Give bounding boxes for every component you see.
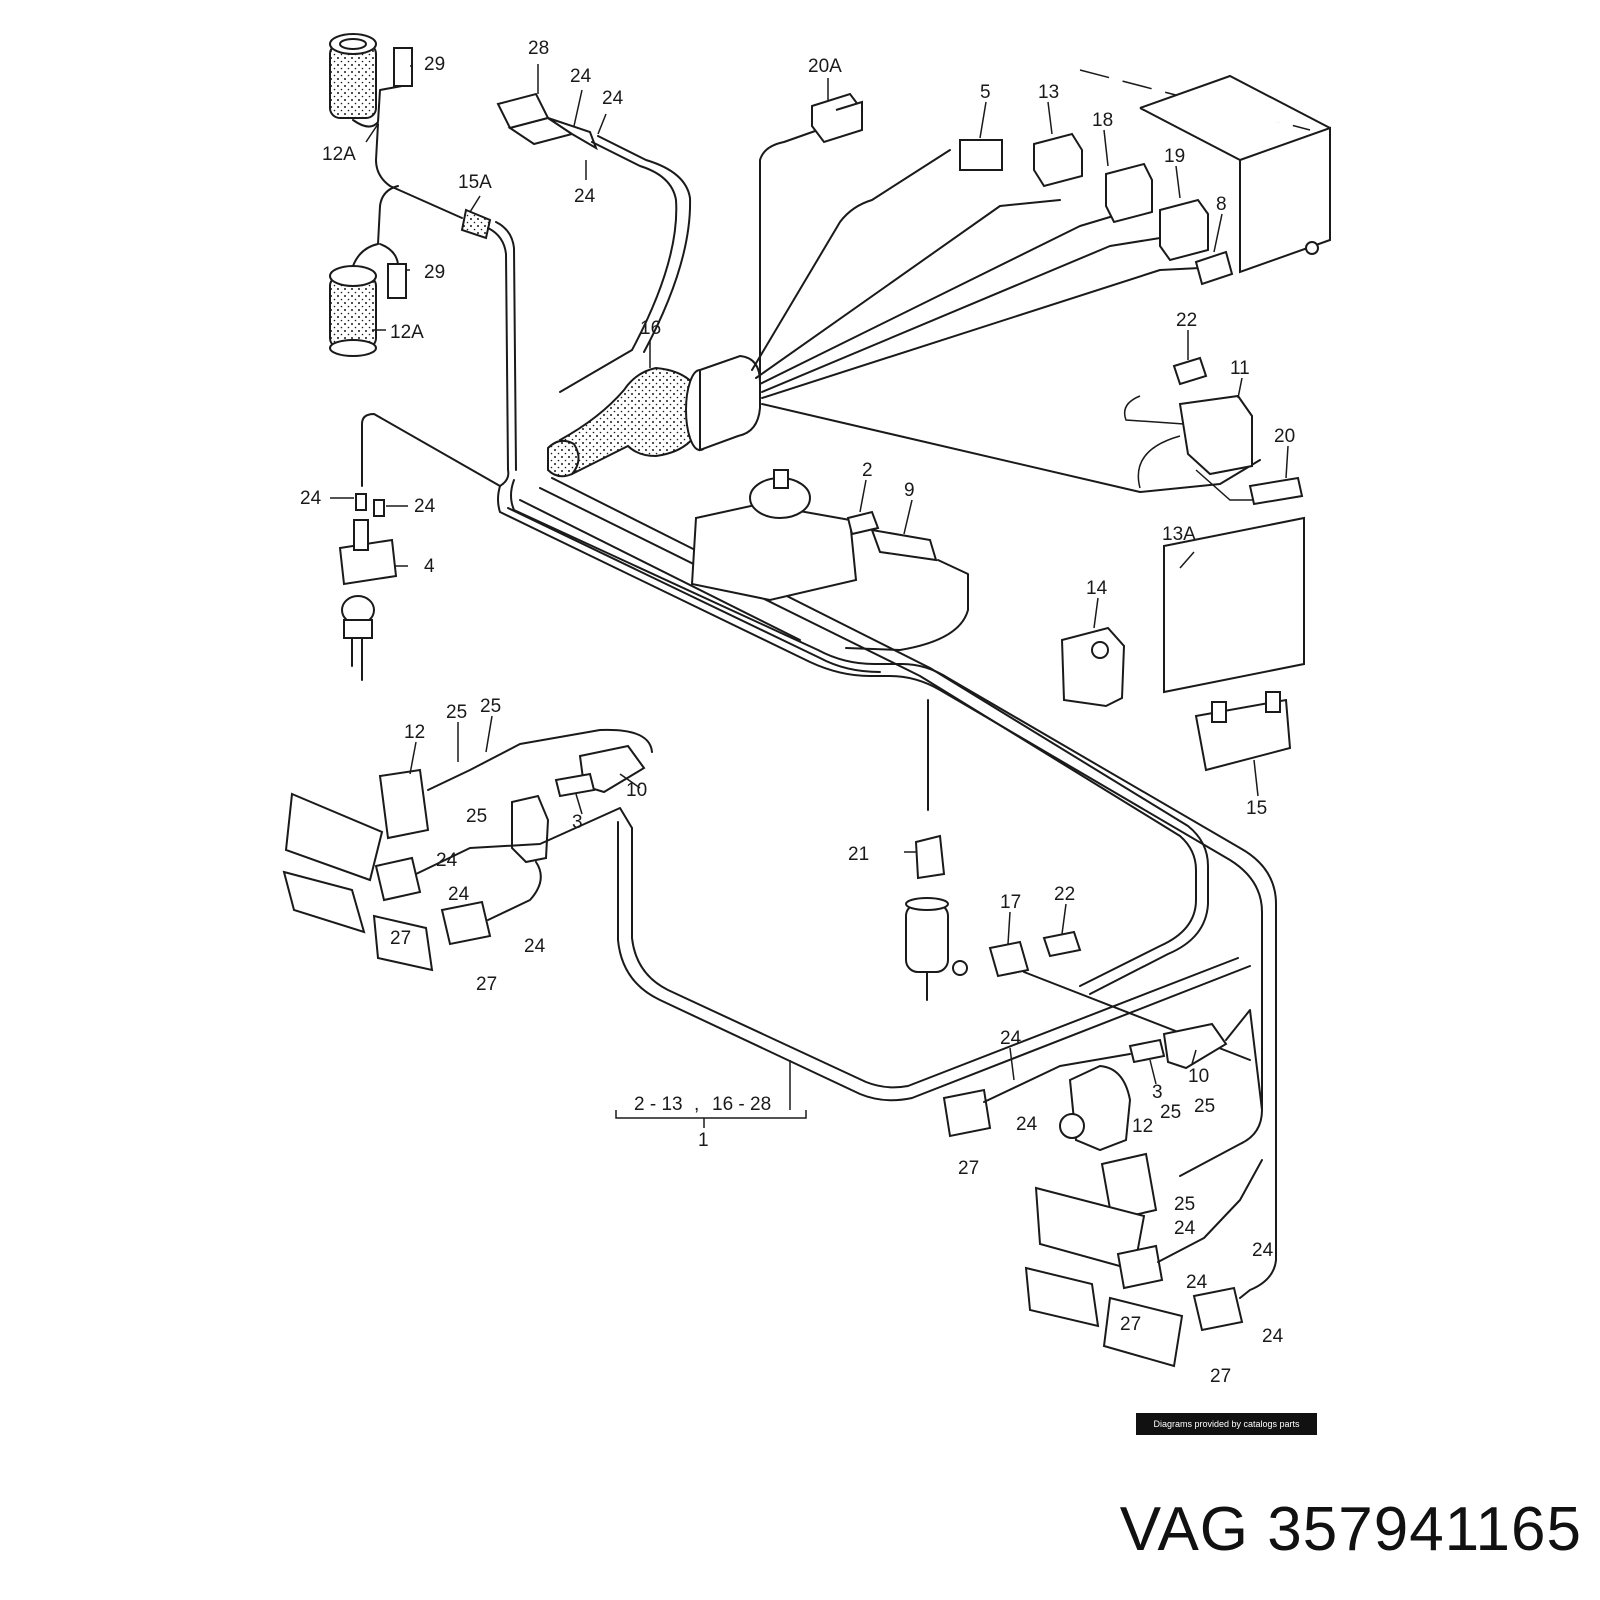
callout-24: 24 xyxy=(1186,1272,1208,1293)
horn-12A-lower xyxy=(329,185,407,357)
callout-17: 17 xyxy=(1000,892,1021,913)
range-label-first: 2 - 13 xyxy=(634,1094,683,1115)
callout-24: 24 xyxy=(570,66,592,87)
callout-24: 24 xyxy=(300,488,322,509)
callout-11: 11 xyxy=(1230,358,1250,379)
connector-28 xyxy=(496,92,692,393)
callout-25: 25 xyxy=(1160,1102,1181,1123)
callout-10: 10 xyxy=(626,780,647,801)
callout-22: 22 xyxy=(1176,310,1197,331)
grommet-15A xyxy=(460,208,517,487)
washer-pump-21 xyxy=(905,699,968,1001)
credit-badge: Diagrams provided by catalogs parts xyxy=(1136,1413,1317,1435)
callout-24: 24 xyxy=(602,88,624,109)
callout-14: 14 xyxy=(1086,578,1108,599)
horn-12A-upper xyxy=(329,33,463,219)
leader-lines xyxy=(330,64,1289,1085)
callout-12: 12 xyxy=(1132,1116,1153,1137)
callout-27: 27 xyxy=(390,928,411,949)
callout-25: 25 xyxy=(1194,1096,1215,1117)
callout-24: 24 xyxy=(436,850,458,871)
callout-12A: 12A xyxy=(390,322,424,343)
callout-27: 27 xyxy=(476,974,497,995)
callout-10: 10 xyxy=(1188,1066,1209,1087)
callout-24: 24 xyxy=(448,884,470,905)
callout-24: 24 xyxy=(414,496,436,517)
part-title: VAG 357941165 xyxy=(1120,1494,1582,1565)
callout-9: 9 xyxy=(904,480,915,501)
callout-29: 29 xyxy=(424,54,445,75)
switch-4 xyxy=(338,413,501,681)
callout-1: 1 xyxy=(698,1130,709,1151)
callout-5: 5 xyxy=(980,82,991,103)
callout-24: 24 xyxy=(1174,1218,1196,1239)
callout-4: 4 xyxy=(424,556,435,577)
callout-3: 3 xyxy=(572,812,583,833)
range-label-second: 16 - 28 xyxy=(712,1094,771,1115)
relay-11-group xyxy=(1163,356,1305,694)
relay-panel xyxy=(959,69,1331,286)
callout-13A: 13A xyxy=(1162,524,1196,545)
callout-27: 27 xyxy=(1120,1314,1141,1335)
range-label-separator: , xyxy=(694,1094,699,1115)
bracket-15 xyxy=(1194,691,1292,772)
callout-28: 28 xyxy=(528,38,549,59)
headlight-cluster-right xyxy=(942,1009,1277,1368)
callout-24: 24 xyxy=(1016,1114,1038,1135)
callout-29: 29 xyxy=(424,262,445,283)
callout-3: 3 xyxy=(1152,1082,1163,1103)
callout-2: 2 xyxy=(862,460,873,481)
callout-20: 20 xyxy=(1274,426,1295,447)
callout-19: 19 xyxy=(1164,146,1185,167)
callout-24: 24 xyxy=(1252,1240,1274,1261)
headlight-cluster-left xyxy=(282,728,653,972)
callout-27: 27 xyxy=(958,1158,979,1179)
callout-12: 12 xyxy=(404,722,425,743)
callout-24: 24 xyxy=(574,186,596,207)
callout-24: 24 xyxy=(524,936,546,957)
clip-14 xyxy=(1060,626,1126,708)
callout-25: 25 xyxy=(1174,1194,1195,1215)
washer-reservoir xyxy=(690,469,969,651)
callout-8: 8 xyxy=(1216,194,1227,215)
callout-15: 15 xyxy=(1246,798,1267,819)
callout-25: 25 xyxy=(480,696,501,717)
callout-13: 13 xyxy=(1038,82,1059,103)
grommet-16 xyxy=(547,354,761,478)
callout-24: 24 xyxy=(1000,1028,1022,1049)
callout-18: 18 xyxy=(1092,110,1113,131)
range-bracket xyxy=(615,1060,807,1128)
part-number: 357941165 xyxy=(1267,1495,1582,1564)
connector-20A xyxy=(811,92,863,144)
callout-27: 27 xyxy=(1210,1366,1231,1387)
brand-name: VAG xyxy=(1119,1495,1250,1564)
callout-24: 24 xyxy=(1262,1326,1284,1347)
callout-20A: 20A xyxy=(808,56,842,77)
callout-22: 22 xyxy=(1054,884,1075,905)
main-harness xyxy=(497,439,1277,1121)
callout-25: 25 xyxy=(466,806,487,827)
callout-21: 21 xyxy=(848,844,869,865)
callout-16: 16 xyxy=(640,318,661,339)
callout-labels: 29 12A 15A 29 12A 28 24 24 24 20A 5 13 1… xyxy=(300,38,1295,1387)
callout-15A: 15A xyxy=(458,172,492,193)
callout-25: 25 xyxy=(446,702,467,723)
callout-12A: 12A xyxy=(322,144,356,165)
